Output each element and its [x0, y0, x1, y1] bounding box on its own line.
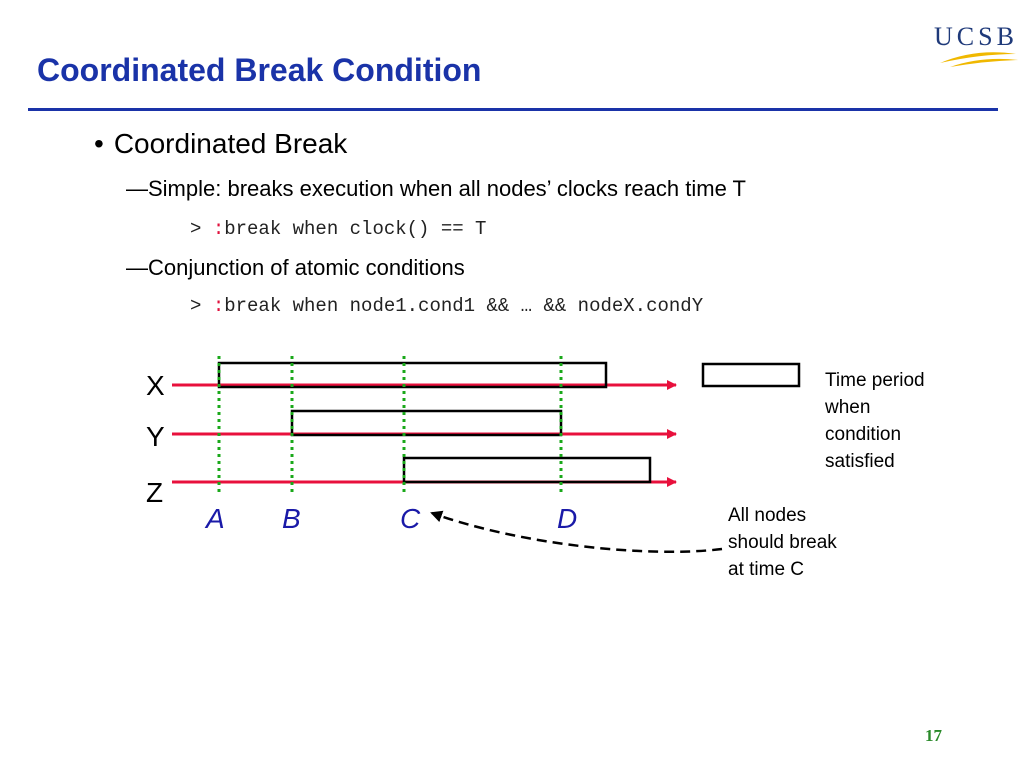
code-text: break when node1.cond1 && … && nodeX.con… — [224, 295, 704, 317]
sub-bullet-conjunction: —Conjunction of atomic conditions — [126, 255, 465, 280]
time-label-b: B — [282, 503, 301, 534]
slide-title: Coordinated Break Condition — [37, 52, 482, 88]
bullet-dot-icon: • — [94, 128, 104, 159]
code-line-conjunction: > :break when node1.cond1 && … && nodeX.… — [190, 295, 703, 317]
logo-swoosh-icon — [940, 52, 1018, 67]
callout-line: at time C — [728, 559, 805, 580]
title-underline — [28, 108, 998, 111]
condition-box-y — [290, 409, 563, 437]
callout-line: should break — [728, 532, 837, 553]
logo-text: UCSB — [934, 22, 1018, 51]
callout-arrow — [430, 510, 723, 554]
legend-line: when — [825, 397, 871, 418]
legend-line: Time period — [825, 370, 925, 391]
callout-line: All nodes — [728, 505, 807, 526]
code-line-clock: > :break when clock() == T — [190, 218, 486, 240]
sub-bullet-simple: —Simple: breaks execution when all nodes… — [126, 176, 746, 201]
legend-line: condition — [825, 424, 902, 445]
legend-line: satisfied — [825, 451, 895, 472]
callout-note: All nodes should break at time C — [728, 502, 837, 583]
code-prompt: > — [190, 218, 213, 240]
ucsb-logo: UCSB — [934, 22, 1020, 68]
code-text: break when clock() == T — [224, 218, 487, 240]
page-number: 17 — [925, 726, 942, 745]
row-label-x: X — [146, 370, 165, 401]
bullet-text: Coordinated Break — [113, 128, 348, 159]
legend-note: Time period when condition satisfied — [825, 367, 925, 475]
time-label-a: A — [204, 503, 225, 534]
condition-box-z — [402, 456, 652, 484]
condition-box-x — [217, 361, 608, 389]
time-label-c: C — [400, 503, 421, 534]
bullet-coordinated-break: • Coordinated Break — [94, 128, 347, 160]
row-label-y: Y — [146, 421, 165, 452]
code-colon: : — [212, 295, 225, 317]
time-label-d: D — [557, 503, 577, 534]
code-prompt: > — [190, 295, 213, 317]
code-colon: : — [212, 218, 225, 240]
legend-box — [701, 362, 801, 388]
row-label-z: Z — [146, 477, 163, 508]
